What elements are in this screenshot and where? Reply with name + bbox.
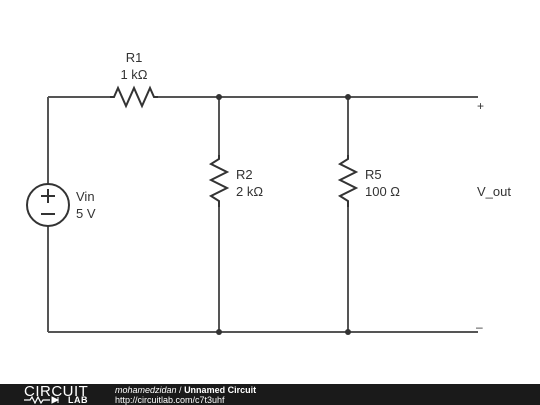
node-bottom-r5 bbox=[345, 329, 351, 335]
r1-name: R1 bbox=[126, 50, 143, 65]
r5-resistor bbox=[337, 155, 359, 207]
vout-minus: – bbox=[476, 320, 483, 334]
node-top-r5 bbox=[345, 94, 351, 100]
r2-resistor bbox=[208, 155, 230, 207]
r2-value: 2 kΩ bbox=[236, 184, 263, 199]
logo-lab-text: LAB bbox=[68, 395, 88, 405]
author-link[interactable]: mohamedzidan bbox=[115, 385, 177, 395]
r5-value: 100 Ω bbox=[365, 184, 400, 199]
vin-name: Vin bbox=[76, 189, 95, 204]
meta-line-title: mohamedzidan / Unnamed Circuit bbox=[115, 385, 256, 395]
r5-name: R5 bbox=[365, 167, 382, 182]
circuit-schematic: R1 1 kΩ R2 2 kΩ R5 100 Ω Vin 5 V + V_out… bbox=[26, 50, 511, 335]
meta-separator: / bbox=[176, 385, 185, 395]
circuit-meta: mohamedzidan / Unnamed Circuit http://ci… bbox=[115, 385, 256, 405]
plus-sign-icon bbox=[41, 189, 55, 203]
logo-circuit-text: CIRCUIT bbox=[24, 383, 89, 400]
vout-label: V_out bbox=[477, 184, 511, 199]
node-top-r2 bbox=[216, 94, 222, 100]
logo-resistor-icon bbox=[24, 396, 60, 404]
vin-value: 5 V bbox=[76, 206, 96, 221]
r1-resistor bbox=[110, 85, 158, 109]
circuit-url[interactable]: http://circuitlab.com/c7t3uhf bbox=[115, 395, 225, 405]
vin-source bbox=[26, 183, 70, 227]
vout-plus: + bbox=[477, 99, 484, 113]
circuit-title: Unnamed Circuit bbox=[184, 385, 257, 395]
r2-name: R2 bbox=[236, 167, 253, 182]
node-bottom-r2 bbox=[216, 329, 222, 335]
r1-value: 1 kΩ bbox=[120, 67, 147, 82]
footer-bar: CIRCUIT LAB mohamedzidan / Unnamed Circu… bbox=[0, 383, 540, 405]
circuitlab-logo: CIRCUIT LAB bbox=[4, 383, 104, 405]
